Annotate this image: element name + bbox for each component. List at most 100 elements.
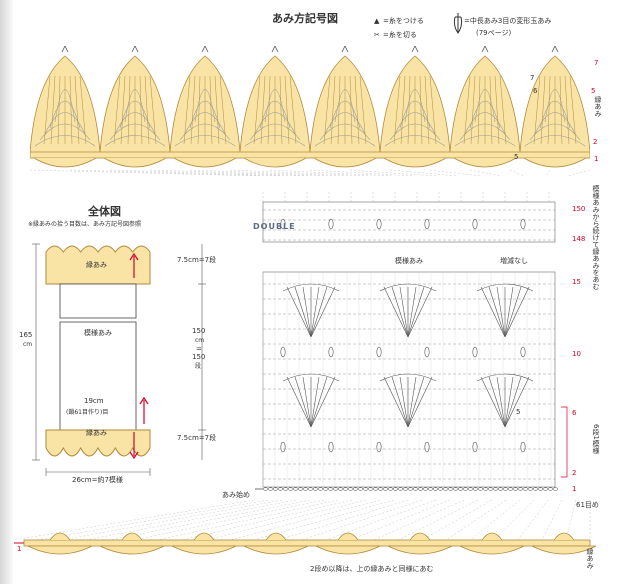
legend-cut-text: =糸を切る — [383, 31, 417, 39]
top-edging-scallop — [103, 157, 167, 168]
overview-body-main — [59, 321, 137, 433]
top-edging-stitch — [429, 75, 437, 145]
top-edging-guide-line — [389, 169, 459, 176]
legend-attach-text: =糸をつける — [383, 17, 424, 25]
chart-chain-stitch — [273, 487, 278, 491]
chart-chain-stitch — [418, 487, 423, 491]
bottom-row-1-label: 1 — [17, 545, 22, 553]
bottom-edging-guide-line — [277, 500, 409, 541]
chart-fan-stitch — [399, 286, 409, 338]
top-edging-stitch — [79, 75, 87, 145]
top-edging-stitch — [214, 75, 220, 145]
overview-note: ※縁あみの拾う目数は、あみ方記号図参照 — [28, 221, 142, 228]
top-edging-stitch — [354, 75, 360, 145]
top-edging-scallop — [173, 157, 237, 168]
chart-puff-stitch — [520, 218, 526, 230]
chart-fan-stitch — [488, 286, 506, 338]
chart-puff-stitch — [376, 346, 382, 358]
chart-fan-stitch — [310, 376, 328, 428]
chart-fan-stitch — [294, 376, 312, 428]
chart-chain-stitch — [383, 487, 388, 491]
legend-page-ref: (79ページ) — [476, 29, 512, 37]
bottom-edging-shell — [49, 532, 71, 541]
overview-width-dim: 26cm=約7模様 — [72, 476, 123, 484]
top-edging-stitch — [477, 75, 481, 145]
chart-chain-stitch — [468, 487, 473, 491]
chart-chain-stitch — [463, 487, 468, 491]
chart-chain-stitch — [293, 487, 298, 491]
overview-top-dim: 7.5cm=7段 — [177, 256, 217, 264]
chart-chain-stitch — [538, 487, 543, 491]
top-edging-guide-line — [469, 169, 503, 176]
chart-chain-stitch — [553, 487, 558, 491]
top-edging-stitch — [499, 75, 507, 145]
row-6-label: 6 — [572, 409, 577, 417]
chart-main-body — [262, 271, 556, 488]
no-change-label: 増減なし — [500, 257, 528, 265]
bottom-edging-guide-line — [205, 500, 367, 541]
chart-chain-stitch — [388, 487, 393, 491]
bottom-note: 2段め以降は、上の縁あみと同様にあむ — [310, 565, 434, 573]
bottom-edging-scallop — [531, 545, 597, 555]
top-edging-chart — [30, 46, 590, 176]
top-edging-stitch — [400, 75, 406, 145]
top-edging-attach-mark — [131, 46, 139, 53]
top-edging-stitch — [190, 75, 196, 145]
top-edging-stitch — [569, 75, 577, 145]
top-edging-guide-line — [189, 169, 349, 176]
top-edging-stitch — [120, 75, 126, 145]
chart-fan-stitch — [399, 376, 409, 428]
chart-top-strip — [262, 201, 556, 243]
chart-puff-stitch — [280, 218, 286, 230]
top-edging-stitch — [74, 75, 80, 145]
overview-title: 全体図 — [88, 205, 121, 218]
chart-puff-stitch — [472, 346, 478, 358]
chart-fan-stitch — [407, 286, 433, 338]
page-binding-shadow — [0, 0, 14, 584]
top-edging-guide-line — [109, 169, 305, 176]
chart-chain-stitch — [358, 487, 363, 491]
chart-chain-stitch — [278, 487, 283, 491]
chart-chain-stitch — [333, 487, 338, 491]
chart-chain-stitch — [488, 487, 493, 491]
chart-puff-stitch — [328, 346, 334, 358]
bottom-edging-guide-line — [493, 500, 535, 541]
chart-fan-arc — [379, 283, 437, 292]
top-edging-stitch — [253, 75, 261, 145]
top-edging-guide-line — [69, 169, 283, 176]
top-edging-stitch — [540, 75, 546, 145]
inner-row-5a: 5 — [514, 153, 519, 161]
top-edging-stitch — [69, 75, 73, 145]
overview-schematic — [32, 243, 206, 476]
chart-chain-stitch — [508, 487, 513, 491]
chart-chain-stitch — [313, 487, 318, 491]
chart-fan-stitch — [391, 286, 409, 338]
chart-puff-stitch — [280, 346, 286, 358]
top-edging-scallop — [523, 157, 587, 168]
row-150-label: 150 — [572, 205, 586, 213]
chart-chain-stitch — [303, 487, 308, 491]
top-edging-guide-line — [567, 169, 590, 176]
chart-chain-stitch — [443, 487, 448, 491]
chart-puff-stitch — [376, 218, 382, 230]
top-edging-guide-line — [149, 169, 327, 176]
bottom-edging-shell — [553, 532, 575, 541]
top-edging-stitch — [533, 75, 541, 145]
top-edging-attach-mark — [201, 46, 209, 53]
chart-fan-arc — [476, 373, 534, 382]
bottom-edging-guide-line — [157, 500, 339, 541]
top-edging-stitch — [463, 75, 471, 145]
row-148-label: 148 — [572, 235, 586, 243]
chart-puff-stitch — [376, 441, 382, 453]
start-label: あみ始め — [222, 491, 250, 499]
overview-bottom-dim: 7.5cm=7段 — [177, 434, 217, 442]
watermark: DOUBLE — [253, 222, 296, 231]
chart-chain-stitch — [423, 487, 428, 491]
top-edging-scallop — [383, 157, 447, 168]
bottom-edging-scallop — [27, 545, 93, 555]
row-2-label: 2 — [572, 469, 577, 477]
top-row-5-label: 5 — [591, 87, 596, 95]
chart-chain-stitch — [348, 487, 353, 491]
bottom-edging-guide-line — [85, 500, 297, 541]
chart-fan-stitch — [504, 376, 522, 428]
